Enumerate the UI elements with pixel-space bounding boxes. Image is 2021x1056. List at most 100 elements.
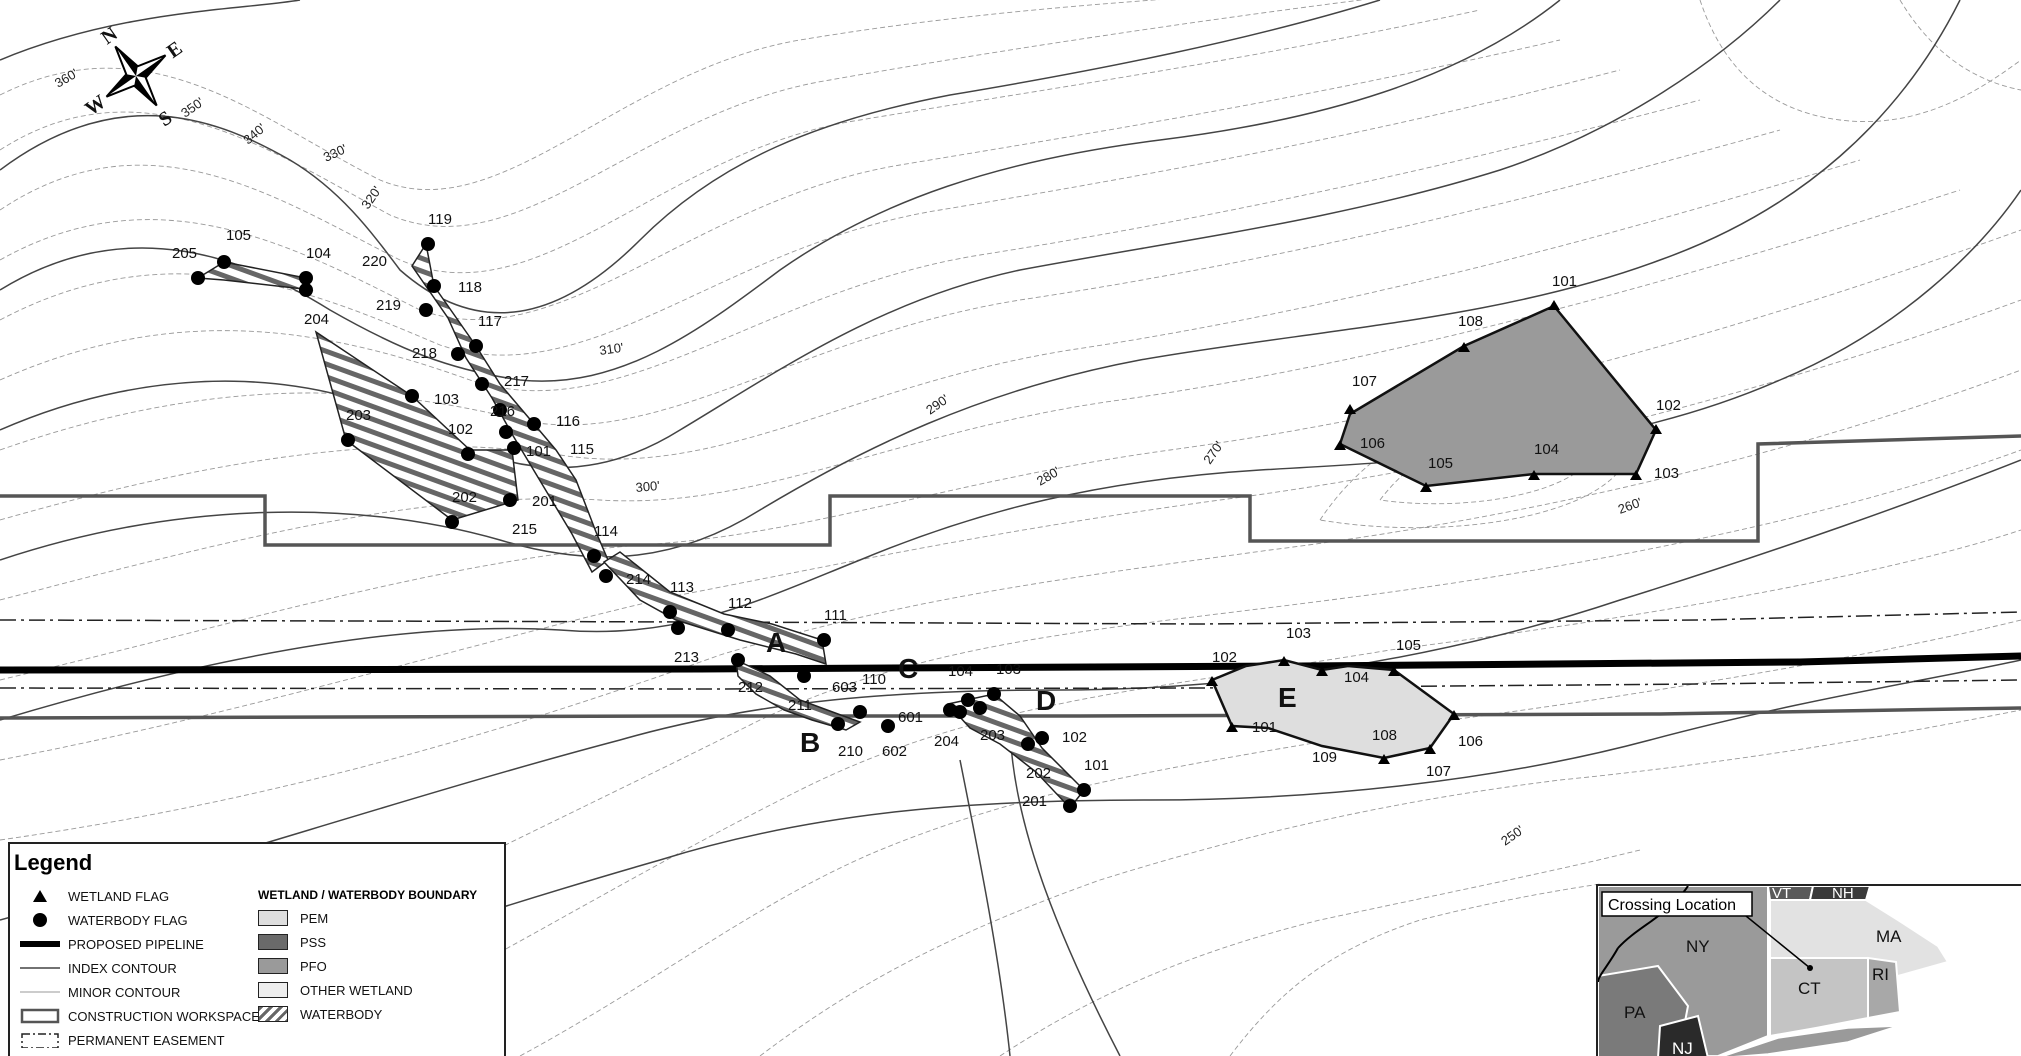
waterbody-swatch (258, 1006, 288, 1022)
legend-item-pipeline: PROPOSED PIPELINE (20, 936, 204, 952)
flag-label: 103 (996, 661, 1021, 678)
flag-label: 101 (1552, 273, 1577, 290)
flag-label: 202 (452, 489, 477, 506)
flag-label: 107 (1426, 763, 1451, 780)
flag-label: 119 (428, 211, 452, 228)
area-label-b: B (800, 727, 820, 758)
flag-label: 602 (882, 743, 907, 760)
flag-label: 102 (448, 421, 473, 438)
other-wetland-swatch (258, 982, 288, 998)
flag-label: 214 (626, 571, 651, 588)
state-label-ma: MA (1876, 927, 1902, 946)
area-labels: A B C D E (766, 627, 1297, 758)
contour-label: 340' (240, 120, 268, 147)
inset-map-svg: Crossing Location VT NH NY MA CT RI PA N… (1598, 886, 2021, 1056)
flag-label: 102 (1212, 649, 1237, 666)
area-label-a: A (766, 627, 786, 658)
contour-label: 300' (635, 478, 660, 495)
wetland-flags (1206, 300, 1662, 764)
flag-label: 102 (1656, 397, 1681, 414)
flag-label: 110 (862, 671, 886, 688)
contour-label: 290' (923, 391, 951, 417)
legend-item-pfo: PFO (258, 958, 327, 974)
waterbodies (195, 242, 1085, 810)
flag-label: 101 (1252, 719, 1277, 736)
thin-line-icon (20, 984, 60, 1000)
flag-label: 106 (1360, 435, 1385, 452)
flag-label: 103 (434, 391, 459, 408)
waterbody-d (946, 693, 1085, 810)
area-label-d: D (1036, 685, 1056, 716)
flag-label: 204 (304, 311, 329, 328)
legend-item-pss: PSS (258, 934, 326, 950)
flag-label: 211 (788, 697, 812, 714)
flag-label: 117 (478, 313, 502, 330)
compass-e: E (163, 37, 187, 63)
flag-label: 218 (412, 345, 437, 362)
flag-label: 104 (1534, 441, 1559, 458)
crossing-pointer (1745, 915, 1811, 969)
legend-title: Legend (14, 850, 93, 875)
inset-locator-map: Crossing Location VT NH NY MA CT RI PA N… (1596, 884, 2021, 1056)
inset-title: Crossing Location (1608, 897, 1736, 914)
long-island (1721, 1025, 1899, 1056)
legend-item-minor-contour: MINOR CONTOUR (20, 984, 180, 1000)
flag-label: 105 (226, 227, 251, 244)
flag-label: 106 (1458, 733, 1483, 750)
contour-label: 320' (358, 183, 384, 211)
flag-label: 114 (594, 523, 618, 540)
flag-label: 204 (934, 733, 959, 750)
flag-label: 101 (1084, 757, 1109, 774)
state-label-ct: CT (1798, 979, 1821, 998)
triangle-icon (20, 888, 60, 904)
flag-label: 216 (490, 403, 515, 420)
flag-label: 220 (362, 253, 387, 270)
pss-swatch (258, 934, 288, 950)
line-icon (20, 960, 60, 976)
contour-label: 260' (1616, 494, 1644, 516)
wetland-pfo (1338, 304, 1658, 488)
waterbody-b (735, 658, 862, 731)
compass-n: N (97, 23, 122, 50)
legend-panel: Legend WETLAND FLAG WATERBODY FLAG PROPO… (8, 842, 506, 1056)
contour-label: 310' (598, 340, 624, 358)
flag-label: 205 (172, 245, 197, 262)
permanent-easement (0, 611, 2021, 690)
flag-label: 219 (376, 297, 401, 314)
flag-label: 102 (1062, 729, 1087, 746)
flag-label: 103 (1286, 625, 1311, 642)
flag-label: 215 (512, 521, 537, 538)
area-label-c: C (898, 653, 918, 684)
flag-label: 601 (898, 709, 923, 726)
pem-swatch (258, 910, 288, 926)
legend-item-waterbody-flag: WATERBODY FLAG (20, 912, 188, 928)
state-label-vt: VT (1772, 886, 1791, 902)
pfo-swatch (258, 958, 288, 974)
flag-label: 212 (738, 679, 763, 696)
state-label-ny: NY (1686, 937, 1710, 956)
state-label-ri: RI (1872, 965, 1889, 984)
flag-label: 101 (526, 443, 551, 460)
compass-rose: N E S W (81, 23, 187, 132)
state-label-nj: NJ (1672, 1039, 1693, 1056)
legend-item-easement: PERMANENT EASEMENT (20, 1032, 225, 1049)
state-nj (1657, 1014, 1709, 1056)
dot-icon (20, 912, 60, 928)
state-ct (1769, 957, 1869, 1038)
flag-label: 104 (948, 663, 973, 680)
legend-boundary-header: WETLAND / WATERBODY BOUNDARY (258, 888, 478, 902)
flag-label: 108 (1372, 727, 1397, 744)
waterbody-upper-west (314, 330, 519, 521)
dashed-box-icon (20, 1032, 60, 1049)
contour-label: 360' (52, 66, 80, 91)
flag-label: 116 (556, 413, 580, 430)
flag-label: 202 (1026, 765, 1051, 782)
area-label-e: E (1278, 682, 1297, 713)
flag-label: 104 (306, 245, 331, 262)
outline-box-icon (20, 1008, 60, 1024)
legend-item-workspace: CONSTRUCTION WORKSPACE (20, 1008, 260, 1024)
contour-label: 250' (1498, 822, 1526, 848)
flag-label: 201 (532, 493, 557, 510)
state-label-pa: PA (1624, 1003, 1646, 1022)
